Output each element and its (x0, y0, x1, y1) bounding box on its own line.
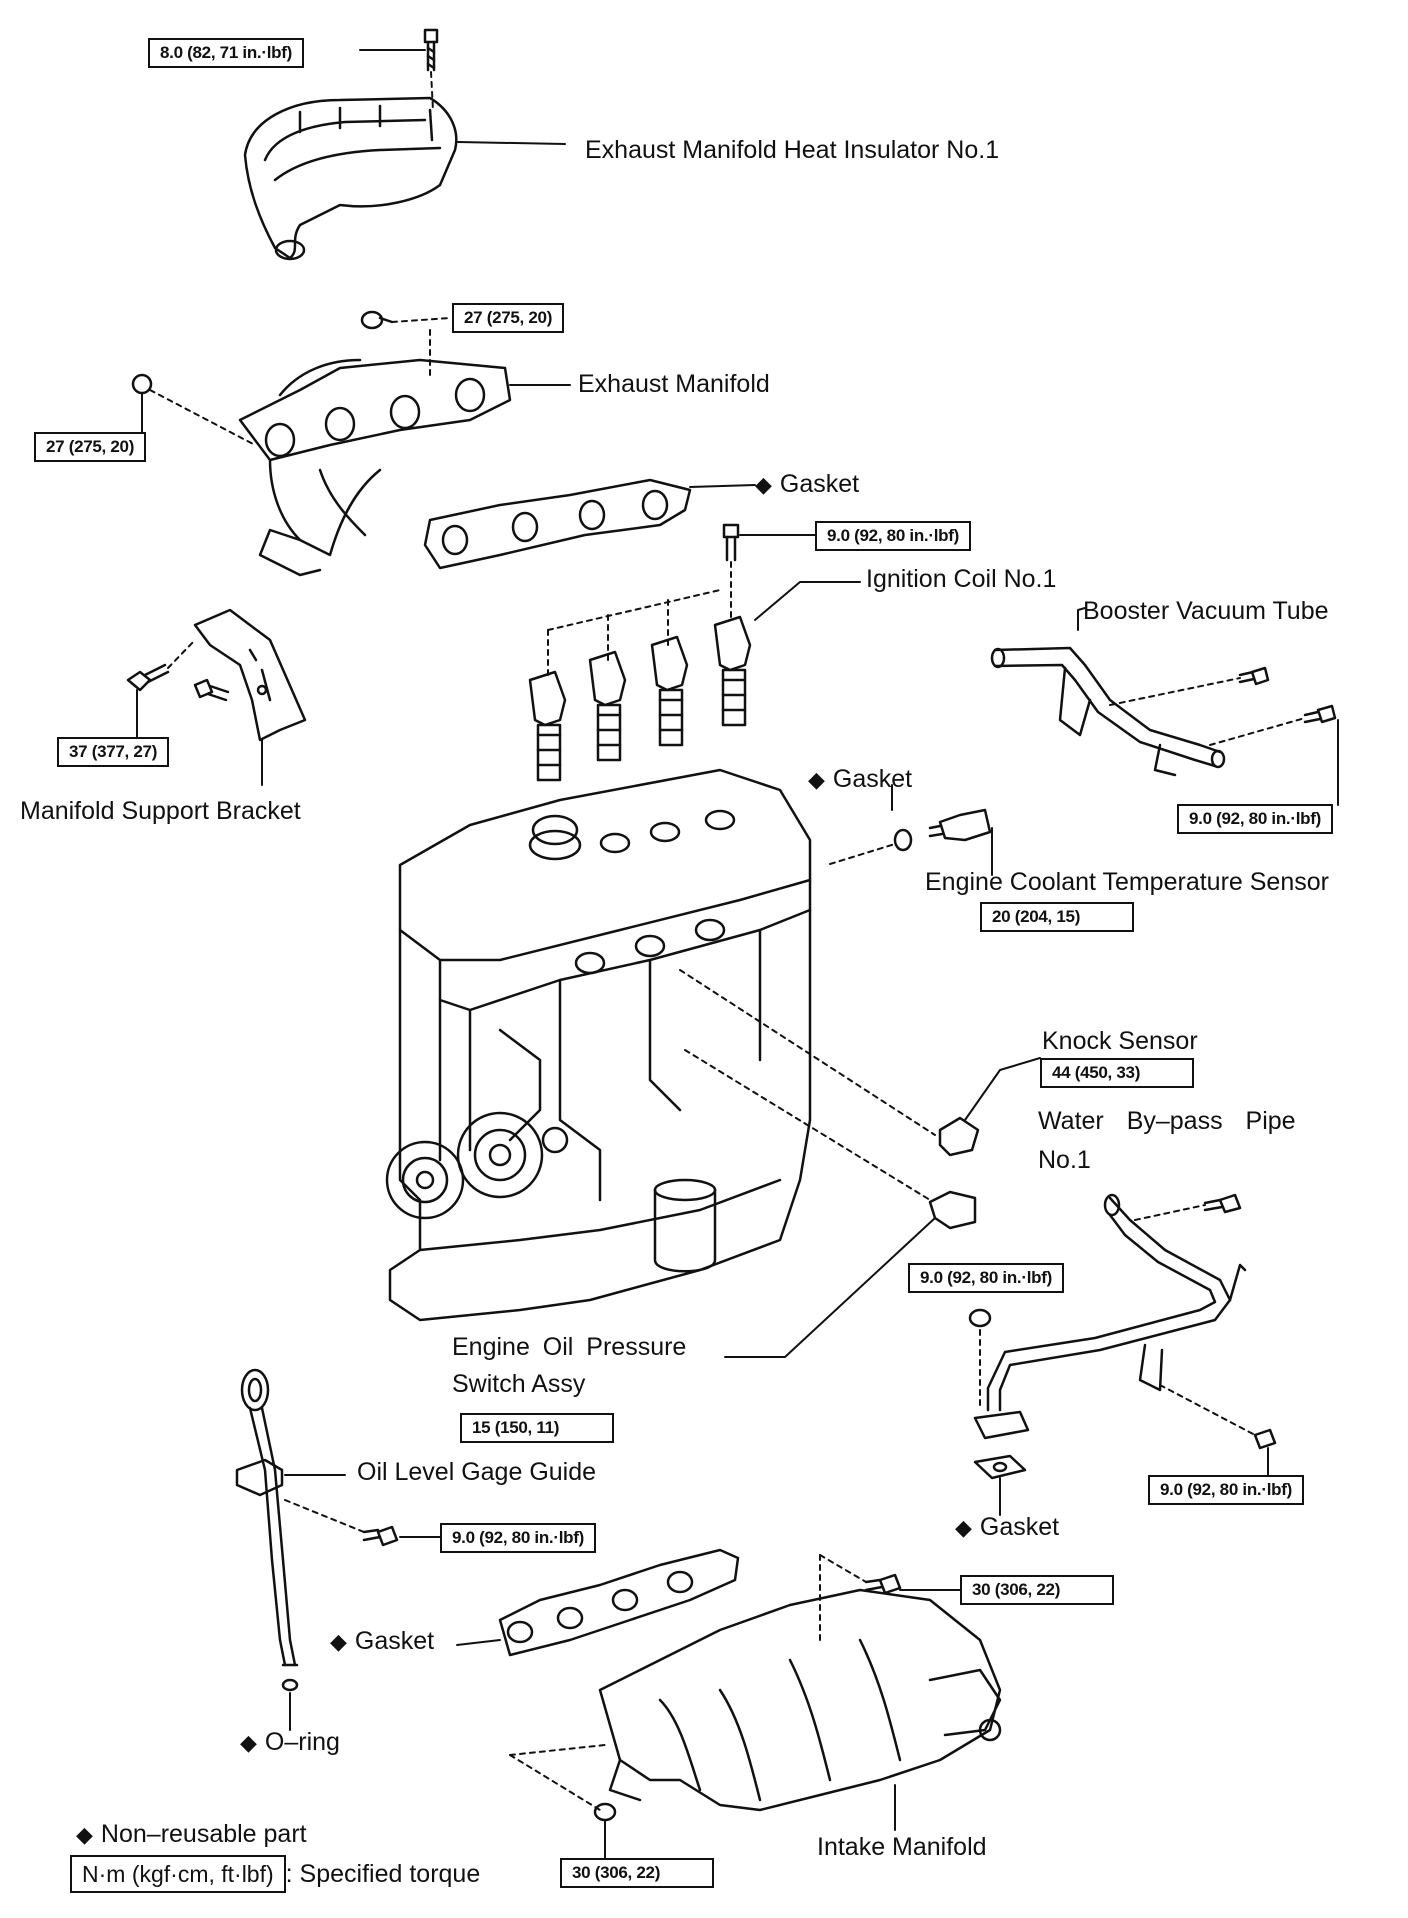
legend-specified-torque: N·m (kgf·cm, ft·lbf): Specified torque (70, 1855, 481, 1893)
label-exhaust-manifold: Exhaust Manifold (578, 370, 770, 398)
torque-oil-pressure-switch: 15 (150, 11) (460, 1413, 614, 1443)
oil-pressure-switch-part (928, 1190, 977, 1230)
torque-booster-tube-bolt: 9.0 (92, 80 in.·lbf) (1177, 804, 1333, 834)
torque-gage-guide-bolt: 9.0 (92, 80 in.·lbf) (440, 1523, 596, 1553)
insulator-bolt (423, 28, 439, 72)
water-pipe-bolt-bottom (1253, 1428, 1277, 1450)
label-oil-pressure-switch-1: Engine Oil Pressure (452, 1333, 687, 1361)
ignition-coils-part (528, 615, 752, 782)
torque-knock-sensor: 44 (450, 33) (1040, 1058, 1194, 1088)
ect-sensor-part (928, 808, 992, 842)
knock-sensor-part (938, 1116, 980, 1157)
o-ring-part (281, 1678, 299, 1692)
legend-non-reusable-text: Non–reusable part (100, 1820, 307, 1848)
torque-bracket-bolt: 37 (377, 27) (57, 737, 170, 767)
exhaust-manifold-part (238, 358, 512, 577)
label-water-bypass-pipe-2: No.1 (1038, 1146, 1091, 1174)
label-gasket-exhaust: ◆ Gasket (755, 470, 859, 499)
torque-ignition-coil-bolt: 9.0 (92, 80 in.·lbf) (815, 521, 971, 551)
water-bypass-pipe-part (973, 1193, 1247, 1440)
diamond-icon: ◆ (240, 1730, 257, 1755)
label-ignition-coil: Ignition Coil No.1 (866, 565, 1057, 593)
torque-exhaust-nut-left: 27 (275, 20) (34, 432, 147, 462)
o-ring-text: O–ring (264, 1728, 340, 1756)
diamond-icon: ◆ (755, 472, 772, 497)
label-gasket-intake: ◆ Gasket (330, 1627, 434, 1656)
legend-non-reusable: ◆ Non–reusable part (76, 1820, 307, 1849)
exhaust-gasket-part (423, 478, 692, 570)
gasket-exhaust-text: Gasket (779, 470, 860, 498)
water-pipe-nut (968, 1308, 992, 1328)
heat-insulator-part (243, 96, 458, 261)
label-ect-sensor: Engine Coolant Temperature Sensor (925, 868, 1329, 896)
booster-bolt-1 (1238, 666, 1270, 686)
torque-water-pipe-bolt: 9.0 (92, 80 in.·lbf) (1148, 1475, 1304, 1505)
intake-manifold-part (598, 1588, 1002, 1812)
label-o-ring: ◆ O–ring (240, 1728, 340, 1757)
torque-insulator-bolt: 8.0 (82, 71 in.·lbf) (148, 38, 304, 68)
coil-bolt (722, 523, 740, 562)
intake-gasket-part (498, 1548, 740, 1657)
label-gasket-water-pipe: ◆ Gasket (955, 1513, 1059, 1542)
gasket-intake-text: Gasket (354, 1627, 435, 1655)
gage-guide-bolt (362, 1525, 399, 1547)
gasket-water-pipe-text: Gasket (979, 1513, 1060, 1541)
intake-nut-bottom (593, 1802, 617, 1822)
gasket-ect-text: Gasket (832, 765, 913, 793)
diamond-icon: ◆ (330, 1629, 347, 1654)
water-pipe-bolt-top (1203, 1193, 1242, 1214)
torque-intake-bolt-top: 30 (306, 22) (960, 1575, 1114, 1605)
intake-bolt-top (864, 1573, 902, 1595)
exhaust-upper-nut (360, 310, 394, 330)
torque-water-pipe-nut: 9.0 (92, 80 in.·lbf) (908, 1263, 1064, 1293)
water-pipe-gasket-part (973, 1454, 1027, 1480)
diamond-icon: ◆ (955, 1515, 972, 1540)
label-oil-level-gage-guide: Oil Level Gage Guide (357, 1458, 597, 1486)
label-oil-pressure-switch-2: Switch Assy (452, 1370, 586, 1398)
manifold-support-bracket-part (193, 608, 307, 786)
label-manifold-support-bracket: Manifold Support Bracket (20, 797, 301, 825)
label-booster-vacuum-tube: Booster Vacuum Tube (1083, 597, 1329, 625)
booster-vacuum-tube-part (990, 646, 1226, 777)
torque-intake-nut-bottom: 30 (306, 22) (560, 1858, 714, 1888)
bracket-bolt-2 (193, 678, 230, 702)
label-intake-manifold: Intake Manifold (817, 1833, 987, 1861)
ect-gasket-ring (893, 828, 913, 852)
oil-level-gage-guide-part (235, 1368, 299, 1667)
legend-unit-box: N·m (kgf·cm, ft·lbf) (70, 1855, 286, 1893)
label-knock-sensor: Knock Sensor (1042, 1027, 1198, 1055)
torque-exhaust-stud-nut: 27 (275, 20) (452, 303, 565, 333)
label-water-bypass-pipe-1: Water By–pass Pipe (1038, 1107, 1296, 1135)
diamond-icon: ◆ (76, 1822, 93, 1847)
legend-specified-text: : Specified torque (285, 1860, 481, 1888)
engine-block-part (385, 768, 812, 1322)
booster-bolt-2 (1303, 704, 1337, 724)
label-gasket-ect: ◆ Gasket (808, 765, 912, 794)
bracket-bolt (126, 663, 170, 692)
torque-ect-sensor: 20 (204, 15) (980, 902, 1134, 932)
diamond-icon: ◆ (808, 767, 825, 792)
label-exhaust-heat-insulator: Exhaust Manifold Heat Insulator No.1 (585, 136, 1000, 164)
